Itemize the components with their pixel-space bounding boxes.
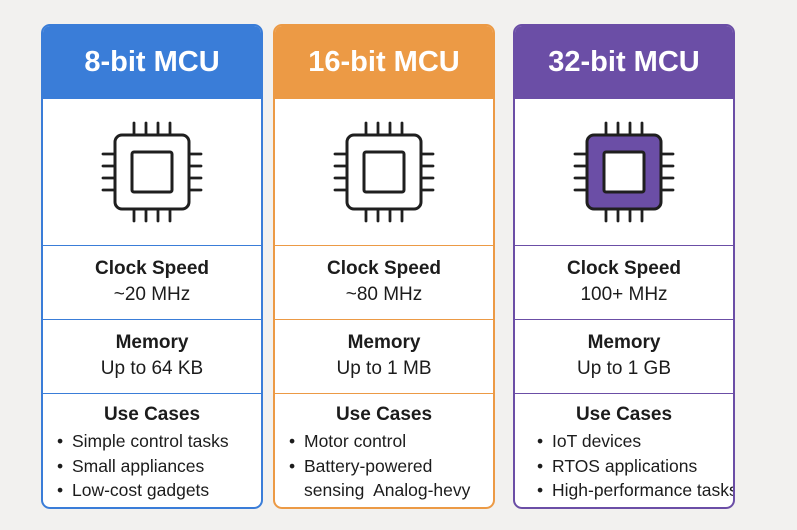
chip-section (43, 98, 261, 245)
clock-speed-value: ~20 MHz (113, 284, 191, 305)
use-case-item: Battery-powered (289, 454, 493, 479)
memory-value: Up to 1 MB (336, 358, 432, 379)
use-cases-label: Use Cases (103, 404, 201, 425)
clock-speed-section: Clock Speed ~20 MHz (43, 245, 261, 319)
use-cases-label: Use Cases (335, 404, 433, 425)
use-case-item: Low-cost gadgets (57, 478, 261, 503)
clock-speed-label: Clock Speed (566, 258, 682, 279)
card-8bit: 8-bit MCU Clock Speed ~20 MHz Memory Up … (41, 24, 263, 509)
card-16bit: 16-bit MCU Clock Speed ~80 MHz Memory Up… (273, 24, 495, 509)
card-header: 16-bit MCU (275, 26, 493, 98)
clock-speed-section: Clock Speed ~80 MHz (275, 245, 493, 319)
card-title: 32-bit MCU (548, 45, 700, 78)
card-title: 8-bit MCU (84, 45, 220, 78)
chip-section (275, 98, 493, 245)
microchip-icon (101, 121, 203, 223)
microchip-icon (333, 121, 435, 223)
use-case-item: Simple control tasks (57, 429, 261, 454)
memory-label: Memory (587, 332, 661, 353)
memory-value: Up to 1 GB (577, 358, 671, 379)
use-cases-section: Use Cases Motor control Battery-powered … (275, 393, 493, 503)
card-header: 8-bit MCU (43, 26, 261, 98)
use-case-item: High-performance tasks (537, 478, 733, 503)
clock-speed-value: 100+ MHz (580, 284, 668, 305)
clock-speed-value: ~80 MHz (345, 284, 423, 305)
use-cases-section: Use Cases IoT devices RTOS applications … (515, 393, 733, 503)
use-case-item: Small appliances (57, 454, 261, 479)
card-header: 32-bit MCU (515, 26, 733, 98)
use-cases-list: IoT devices RTOS applications High-perfo… (515, 429, 733, 503)
memory-section: Memory Up to 1 MB (275, 319, 493, 393)
use-cases-list: Simple control tasks Small appliances Lo… (43, 429, 261, 503)
use-case-item: Motor control (289, 429, 493, 454)
use-cases-section: Use Cases Simple control tasks Small app… (43, 393, 261, 503)
use-cases-list: Motor control Battery-powered sensing An… (275, 429, 493, 503)
use-case-item: sensing Analog-hevy (304, 480, 471, 500)
use-case-item: RTOS applications (537, 454, 733, 479)
memory-label: Memory (115, 332, 189, 353)
memory-section: Memory Up to 64 KB (43, 319, 261, 393)
use-case-item: IoT devices (537, 429, 733, 454)
clock-speed-label: Clock Speed (94, 258, 210, 279)
chip-section (515, 98, 733, 245)
card-32bit: 32-bit MCU Clock Speed 100+ MHz Memory U… (513, 24, 735, 509)
memory-value: Up to 64 KB (100, 358, 204, 379)
use-cases-label: Use Cases (575, 404, 673, 425)
card-title: 16-bit MCU (308, 45, 460, 78)
clock-speed-label: Clock Speed (326, 258, 442, 279)
microchip-icon (573, 121, 675, 223)
memory-section: Memory Up to 1 GB (515, 319, 733, 393)
memory-label: Memory (347, 332, 421, 353)
clock-speed-section: Clock Speed 100+ MHz (515, 245, 733, 319)
